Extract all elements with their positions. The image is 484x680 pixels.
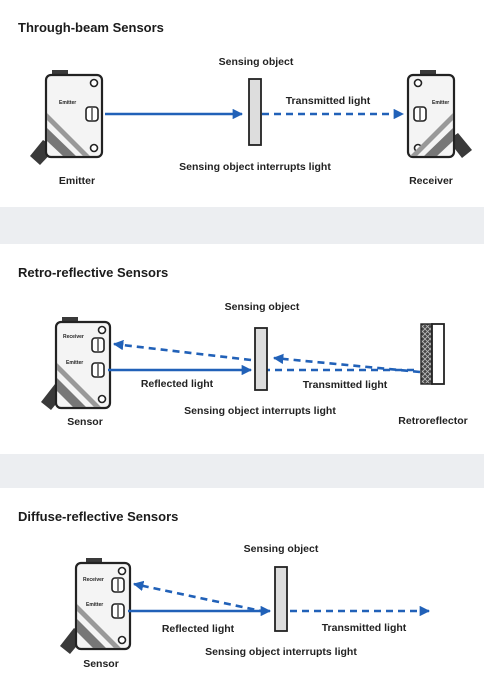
receiver-tag: Emitter (432, 100, 449, 106)
sensor: Receiver Emitter (60, 558, 132, 654)
receiver-tag: Receiver (83, 577, 104, 583)
emitter-label: Emitter (59, 175, 95, 187)
retro-reflective-panel: Retro-reflective Sensors Receiver Emitte… (0, 244, 484, 454)
reflected-beam-upper (112, 339, 252, 362)
through-beam-panel: Through-beam Sensors Emitter Emitt (0, 0, 484, 207)
interrupts-label: Sensing object interrupts light (179, 161, 331, 173)
retroreflector (420, 323, 445, 385)
panel-title: Retro-reflective Sensors (18, 265, 169, 280)
emitter-tag: Emitter (86, 602, 103, 608)
diffuse-reflective-panel: Diffuse-reflective Sensors Receiver Emit… (0, 488, 484, 680)
reflected-beam (132, 580, 267, 614)
transmitted-light-label: Transmitted light (303, 379, 388, 391)
retroreflector-label: Retroreflector (398, 415, 467, 427)
interrupts-label: Sensing object interrupts light (205, 646, 357, 658)
receiver-sensor: Emitter (406, 70, 472, 159)
sensor-label: Sensor (67, 416, 103, 428)
emitter-sensor: Emitter (30, 70, 104, 165)
through-beam-diagram: Emitter Emitter Sensing object Transmitt… (30, 56, 472, 187)
interrupts-label: Sensing object interrupts light (184, 405, 336, 417)
reflected-light-label: Reflected light (162, 623, 235, 635)
sensor: Receiver Emitter (41, 317, 112, 410)
receiver-tag: Receiver (63, 334, 84, 340)
diffuse-reflective-diagram: Receiver Emitter Sensing object Reflecte… (60, 543, 431, 670)
panel-title: Through-beam Sensors (18, 20, 164, 35)
sensor-label: Sensor (83, 658, 119, 670)
receiver-label: Receiver (409, 175, 453, 187)
sensing-object (248, 78, 262, 146)
transmitted-light-label: Transmitted light (286, 95, 371, 107)
sensing-object (254, 327, 268, 391)
sensing-object-label: Sensing object (244, 543, 319, 555)
emitter-tag: Emitter (66, 360, 83, 366)
retro-reflective-diagram: Receiver Emitter Sensing object Reflecte… (41, 301, 468, 428)
emitter-tag: Emitter (59, 100, 76, 106)
sensing-object (274, 566, 288, 632)
transmitted-light-label: Transmitted light (322, 622, 407, 634)
sensing-object-label: Sensing object (225, 301, 300, 313)
panel-title: Diffuse-reflective Sensors (18, 509, 179, 524)
reflected-light-label: Reflected light (141, 378, 214, 390)
sensing-object-label: Sensing object (219, 56, 294, 68)
